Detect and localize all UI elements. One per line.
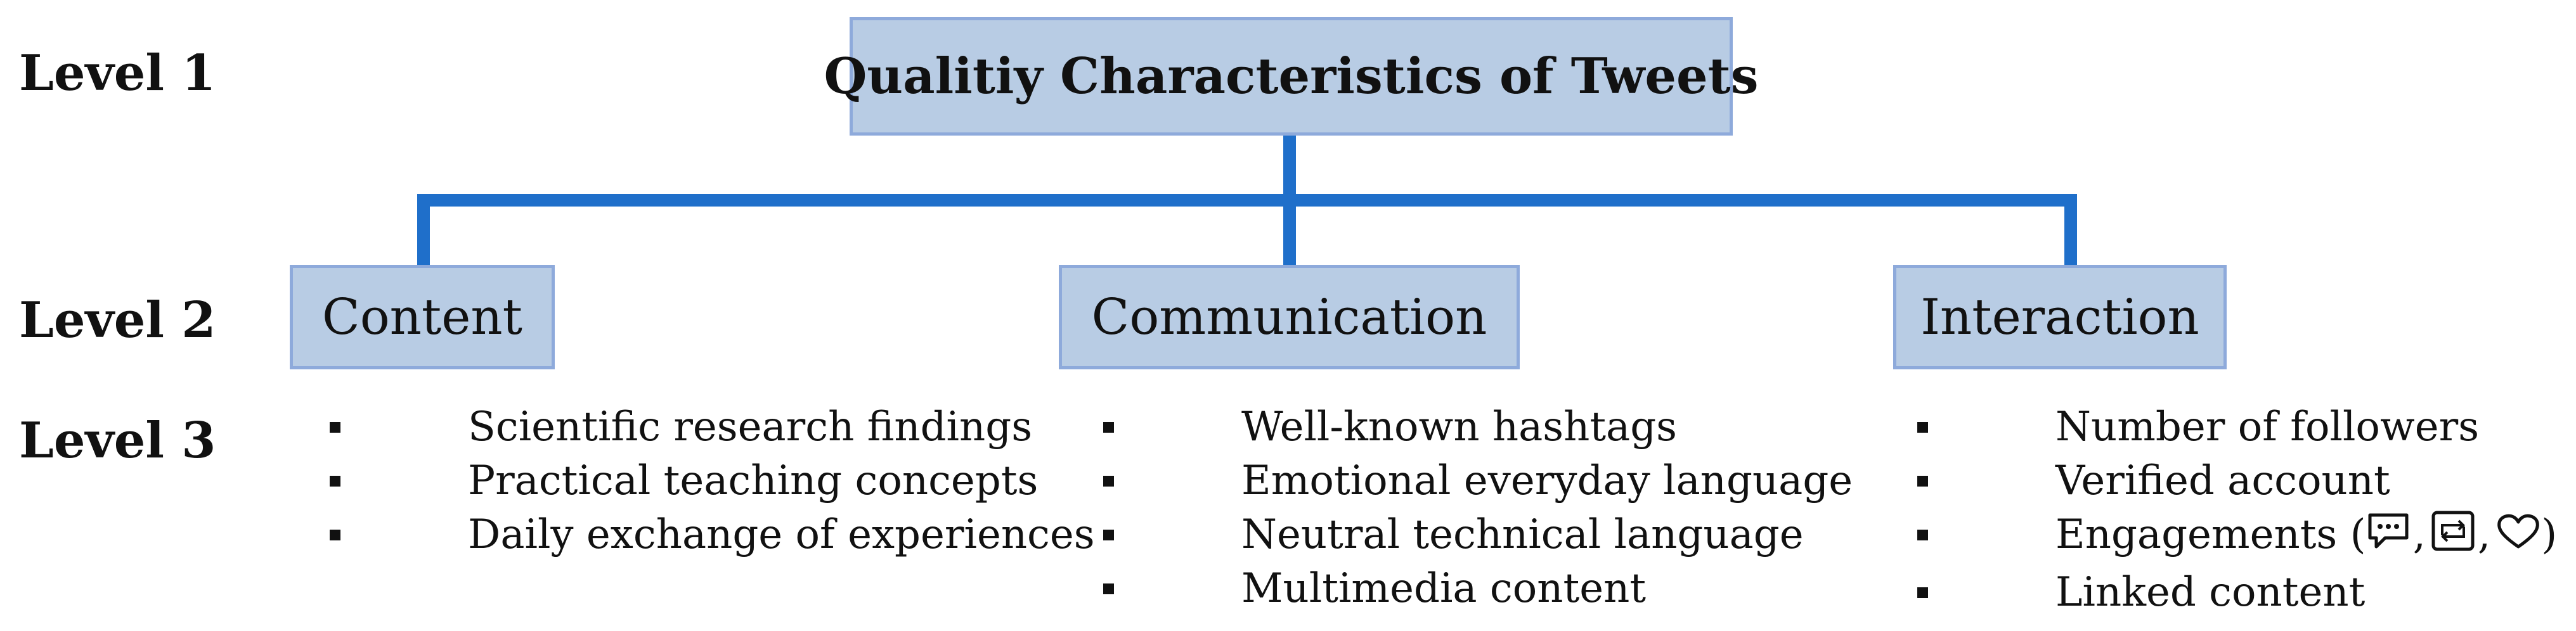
root-title: Qualitiy Characteristics of Tweets <box>824 48 1759 105</box>
list-item: Well-known hashtags <box>1103 400 1853 454</box>
level-3-label: Level 3 <box>19 412 216 469</box>
connector-content <box>417 194 430 266</box>
connector-root-vertical <box>1283 133 1296 204</box>
level-1-label: Level 1 <box>19 44 216 102</box>
category-label: Interaction <box>1920 288 2199 346</box>
communication-items: Well-known hashtags Emotional everyday l… <box>1103 400 1853 616</box>
content-items: Scientific research findings Practical t… <box>330 400 1095 562</box>
category-label: Content <box>322 288 522 346</box>
list-item: Neutral technical language <box>1103 508 1853 562</box>
level-2-label: Level 2 <box>19 291 216 349</box>
connector-interaction <box>2064 194 2077 266</box>
like-icon <box>2495 511 2541 564</box>
category-content: Content <box>290 265 555 369</box>
list-item: Daily exchange of experiences <box>330 508 1095 562</box>
list-item: Scientific research findings <box>330 400 1095 454</box>
list-item: Number of followers <box>1917 400 2557 454</box>
category-communication: Communication <box>1059 265 1520 369</box>
retweet-icon <box>2431 510 2475 566</box>
list-item: Emotional everyday language <box>1103 454 1853 508</box>
connector-communication <box>1283 194 1296 266</box>
category-interaction: Interaction <box>1893 265 2227 369</box>
reply-icon <box>2366 511 2411 564</box>
root-node: Qualitiy Characteristics of Tweets <box>824 17 1759 136</box>
interaction-items: Number of followers Verified account Eng… <box>1917 400 2557 620</box>
list-item: Practical teaching concepts <box>330 454 1095 508</box>
list-item: Verified account <box>1917 454 2557 508</box>
list-item: Linked content <box>1917 566 2557 620</box>
category-label: Communication <box>1091 288 1487 346</box>
connector-horizontal <box>417 194 2077 207</box>
list-item: Engagements ( , , ) <box>1917 508 2557 566</box>
list-item: Multimedia content <box>1103 562 1853 616</box>
